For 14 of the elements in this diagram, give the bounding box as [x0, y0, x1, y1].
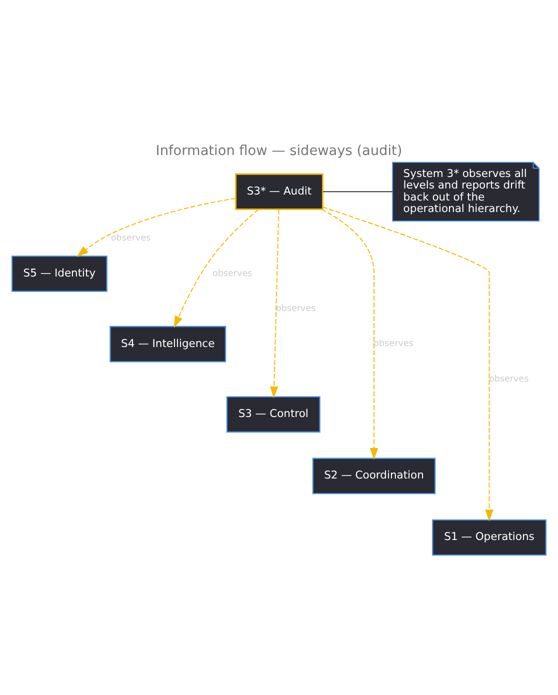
- node-box: S2 — Coordination: [312, 458, 436, 494]
- node-box: S3* — Audit: [235, 173, 324, 210]
- node-box: S1 — Operations: [432, 519, 547, 556]
- edge-label: observes: [374, 339, 414, 350]
- arrow: [321, 208, 378, 460]
- arrow: [322, 206, 494, 522]
- arrow: [76, 198, 236, 257]
- connector: [322, 191, 393, 192]
- node-box: S3 — Control: [226, 396, 320, 433]
- arrow: [270, 209, 280, 398]
- node-box: S5 — Identity: [11, 256, 108, 292]
- arrow: [174, 208, 259, 328]
- diagram-title: Information flow — sideways (audit): [156, 142, 402, 159]
- node-box: S4 — Intelligence: [110, 326, 226, 362]
